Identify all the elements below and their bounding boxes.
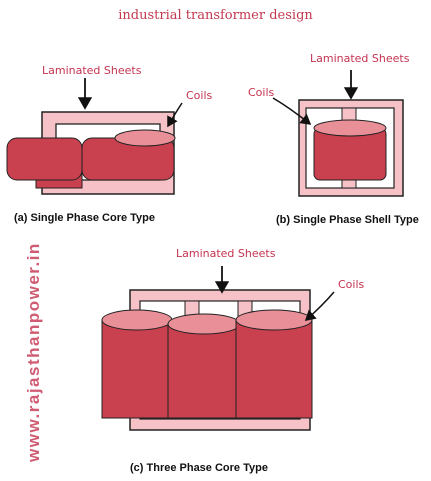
arrow-coils-a	[167, 102, 183, 128]
arrow-coils-b	[272, 97, 312, 125]
label-laminated-sheets-a: Laminated Sheets	[42, 64, 142, 77]
coil-left-body	[6, 137, 83, 181]
caption-c: (c) Three Phase Core Type	[130, 462, 268, 474]
coil-right-top	[114, 129, 176, 147]
label-laminated-sheets-b: Laminated Sheets	[310, 52, 410, 65]
core-type-three-phase	[101, 289, 313, 431]
watermark: www.rajasthanpower.in	[24, 242, 43, 462]
page-title: industrial transformer design	[118, 8, 313, 23]
arrow-coils-c	[304, 291, 335, 321]
shell-type-single-phase	[298, 99, 404, 197]
caption-a: (a) Single Phase Core Type	[14, 212, 156, 224]
coil-phase-1-top	[101, 309, 173, 331]
caption-b: (b) Single Phase Shell Type	[276, 214, 419, 226]
shell-coil-top	[313, 119, 387, 137]
coil-phase-2	[167, 323, 241, 419]
label-coils-a: Coils	[186, 89, 213, 102]
label-coils-b: Coils	[248, 86, 275, 99]
core-type-single-phase	[6, 111, 176, 195]
coil-phase-3-top	[235, 309, 313, 331]
coil-phase-3	[235, 319, 313, 419]
label-laminated-sheets-c: Laminated Sheets	[176, 247, 276, 260]
coil-phase-1	[101, 319, 173, 419]
coil-phase-2-top	[167, 313, 241, 335]
label-coils-c: Coils	[338, 278, 365, 291]
